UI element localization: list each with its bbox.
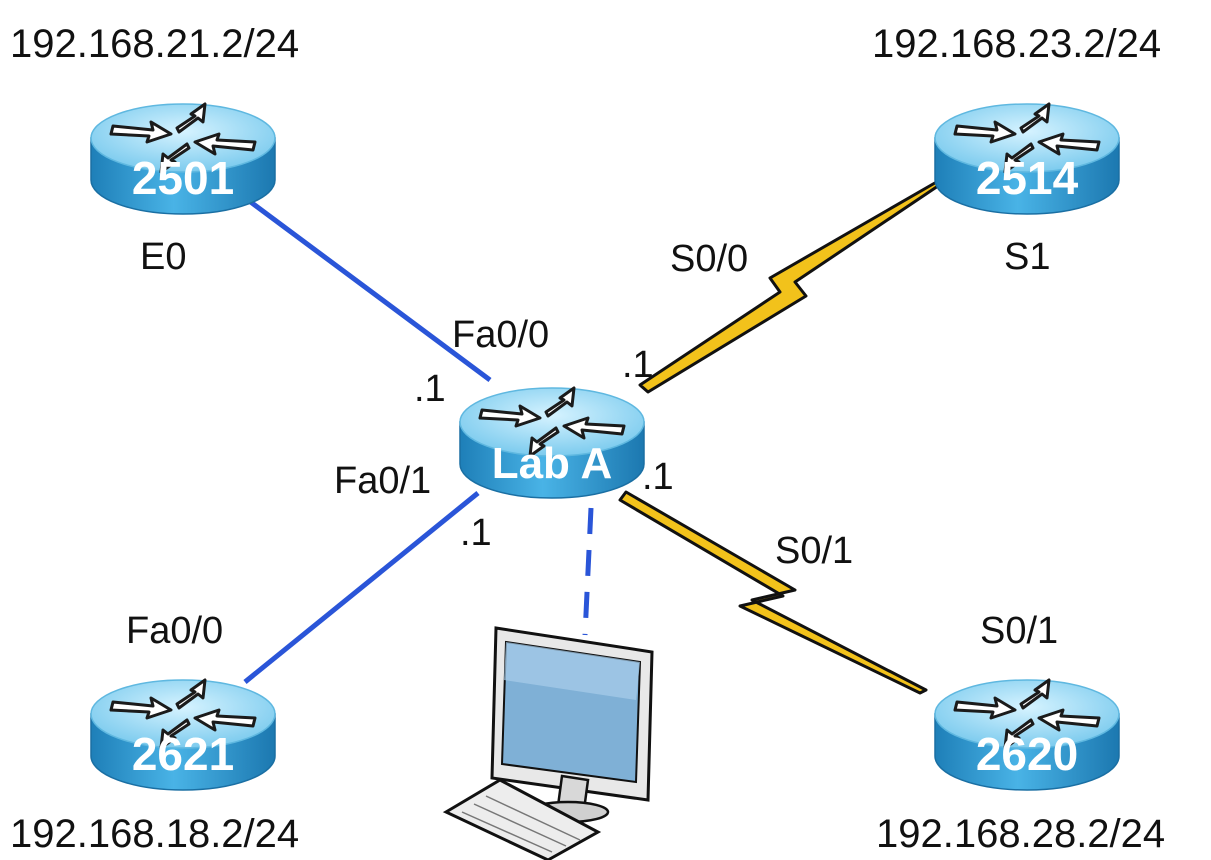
router-icon: 2501 [89,102,277,216]
serial-link-laba-2620 [618,490,928,695]
router-label-laba: Lab A [492,439,613,488]
laba-host-s01: .1 [642,456,674,498]
router-label-2514: 2514 [976,152,1079,204]
laba-host-fa01: .1 [460,512,492,554]
router-icon: Lab A [458,386,646,500]
port-label-2501: E0 [140,236,187,278]
ip-label-2621: 192.168.18.2/24 [10,812,300,856]
router-icon: 2621 [89,678,277,792]
serial-link-laba-2514 [638,178,942,394]
router-label-2621: 2621 [132,728,234,780]
router-label-2620: 2620 [976,728,1078,780]
port-label-2621: Fa0/0 [126,610,224,652]
laba-host-s00: .1 [622,344,654,386]
router-label-2501: 2501 [132,152,234,204]
ethernet-link-2621-laba [243,491,480,684]
ip-label-2501: 192.168.21.2/24 [10,22,300,66]
ip-label-2620: 192.168.28.2/24 [876,812,1166,856]
port-label-2620: S0/1 [980,610,1059,652]
laba-port-s01: S0/1 [775,530,854,572]
ip-label-2514: 192.168.23.2/24 [872,22,1162,66]
laba-port-s00: S0/0 [670,238,749,280]
router-icon: 2514 [933,102,1121,216]
laba-port-fa00: Fa0/0 [452,314,550,356]
desktop-computer-icon [442,626,654,860]
ethernet-link-2501-laba [246,197,492,383]
dashed-link-pc-laba [582,507,594,636]
laba-port-fa01: Fa0/1 [334,460,432,502]
router-icon: 2620 [933,678,1121,792]
port-label-2514: S1 [1004,236,1051,278]
laba-host-fa00: .1 [414,368,446,410]
